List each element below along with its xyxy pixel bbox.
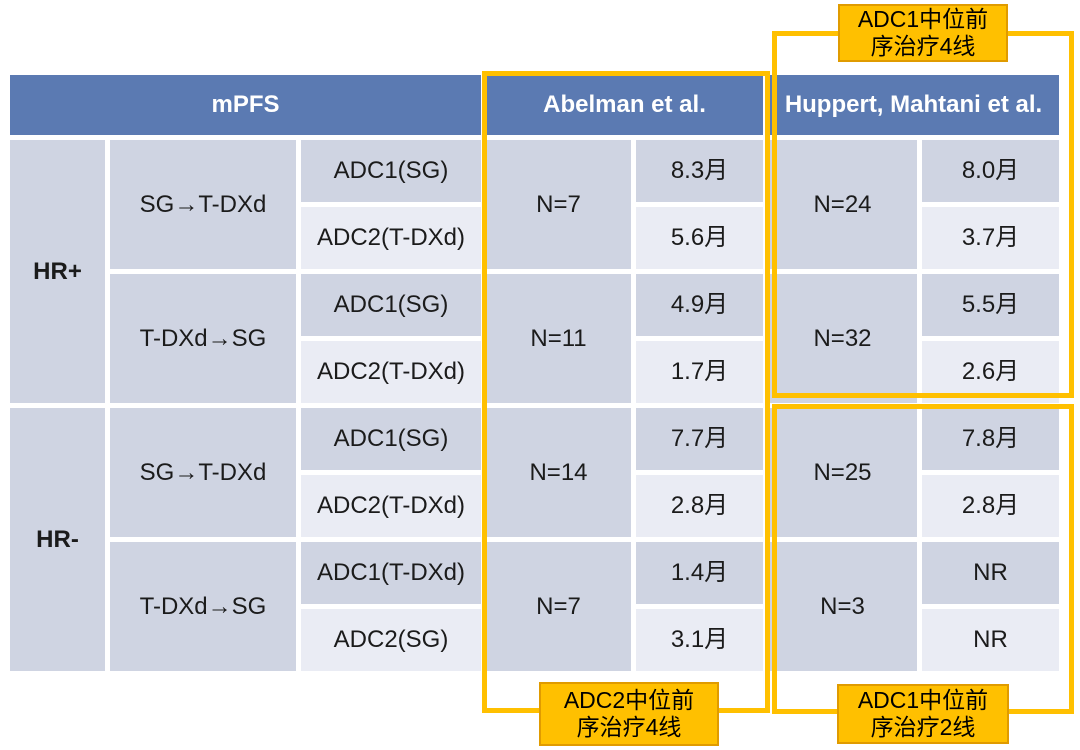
cell-n-abelman: N=14	[486, 408, 631, 537]
cell-mpfs-abelman: 1.4月	[636, 542, 763, 604]
table-title: mPFS	[10, 75, 481, 135]
cell-mpfs-huppert: 8.0月	[922, 140, 1059, 202]
callout-line: 序治疗2线	[870, 714, 976, 740]
callout-line: 序治疗4线	[870, 33, 976, 59]
callout-line: ADC2中位前	[563, 687, 695, 713]
cell-n-abelman: N=7	[486, 140, 631, 269]
study-header-huppert: Huppert, Mahtani et al.	[768, 75, 1059, 135]
cell-mpfs-abelman: 4.9月	[636, 274, 763, 336]
row-header-hr-minus: HR-	[10, 408, 105, 671]
cell-mpfs-huppert: 7.8月	[922, 408, 1059, 470]
cell-mpfs-huppert: 3.7月	[922, 207, 1059, 269]
cell-mpfs-huppert: NR	[922, 542, 1059, 604]
cell-mpfs-abelman: 1.7月	[636, 341, 763, 403]
callout-adc2-pretreat-4lines: ADC2中位前 序治疗4线	[539, 682, 719, 746]
cell-mpfs-huppert: 5.5月	[922, 274, 1059, 336]
callout-line: 序治疗4线	[576, 714, 682, 740]
cell-mpfs-abelman: 7.7月	[636, 408, 763, 470]
cell-adc-label: ADC1(SG)	[301, 140, 481, 202]
row-header-hr-plus: HR+	[10, 140, 105, 403]
callout-adc1-pretreat-2lines: ADC1中位前 序治疗2线	[837, 684, 1009, 744]
cell-adc-label: ADC2(T-DXd)	[301, 341, 481, 403]
cell-adc-label: ADC2(T-DXd)	[301, 207, 481, 269]
cell-adc-label: ADC1(SG)	[301, 408, 481, 470]
cell-sequence: SG→T-DXd	[110, 408, 296, 537]
cell-adc-label: ADC2(T-DXd)	[301, 475, 481, 537]
callout-line: ADC1中位前	[857, 6, 989, 32]
callout-line: ADC1中位前	[857, 687, 989, 713]
cell-n-abelman: N=11	[486, 274, 631, 403]
cell-n-huppert: N=25	[768, 408, 917, 537]
mpfs-table: mPFS Abelman et al. Huppert, Mahtani et …	[5, 70, 1064, 676]
cell-mpfs-huppert: NR	[922, 609, 1059, 671]
cell-mpfs-abelman: 2.8月	[636, 475, 763, 537]
cell-mpfs-abelman: 8.3月	[636, 140, 763, 202]
cell-adc-label: ADC1(SG)	[301, 274, 481, 336]
cell-mpfs-huppert: 2.8月	[922, 475, 1059, 537]
cell-mpfs-abelman: 3.1月	[636, 609, 763, 671]
cell-sequence: T-DXd→SG	[110, 542, 296, 671]
cell-mpfs-huppert: 2.6月	[922, 341, 1059, 403]
cell-n-huppert: N=24	[768, 140, 917, 269]
cell-mpfs-abelman: 5.6月	[636, 207, 763, 269]
cell-adc-label: ADC2(SG)	[301, 609, 481, 671]
cell-adc-label: ADC1(T-DXd)	[301, 542, 481, 604]
cell-n-huppert: N=3	[768, 542, 917, 671]
cell-sequence: T-DXd→SG	[110, 274, 296, 403]
cell-sequence: SG→T-DXd	[110, 140, 296, 269]
callout-adc1-pretreat-4lines: ADC1中位前 序治疗4线	[838, 4, 1008, 62]
cell-n-abelman: N=7	[486, 542, 631, 671]
study-header-abelman: Abelman et al.	[486, 75, 763, 135]
cell-n-huppert: N=32	[768, 274, 917, 403]
